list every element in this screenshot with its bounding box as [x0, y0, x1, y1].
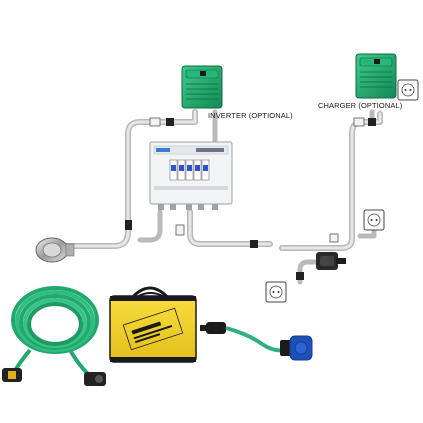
socket-top-right	[397, 79, 419, 101]
bag-logo-graphic	[131, 321, 173, 344]
inverter-label: INVERTER (OPTIONAL)	[208, 111, 293, 120]
charger-device	[355, 53, 397, 99]
circuit-breakers	[169, 159, 210, 181]
socket-bottom	[265, 281, 287, 303]
socket-mid-right	[363, 209, 385, 231]
carry-bag	[109, 286, 197, 363]
adapter-lead	[200, 322, 313, 361]
shore-inlet	[35, 237, 75, 263]
coiled-shore-cable	[11, 286, 99, 376]
junction-box	[316, 252, 346, 270]
distribution-panel	[149, 141, 233, 210]
charger-label: CHARGER (OPTIONAL)	[318, 101, 403, 110]
inverter-device	[181, 65, 223, 109]
cable-connectors	[125, 117, 376, 280]
shore-cable-plugs	[2, 368, 106, 386]
